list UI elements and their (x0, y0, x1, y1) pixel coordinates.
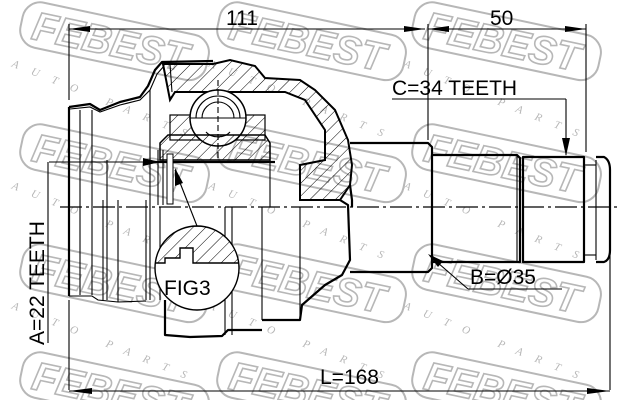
dimension-50-label: 50 (490, 7, 513, 30)
fig3-label: FIG3 (164, 277, 211, 300)
housing-section (159, 58, 354, 339)
spline-a-label: A=22 TEETH (26, 221, 49, 345)
total-length-label: L=168 (320, 366, 379, 389)
dimension-total-length (68, 248, 611, 394)
diameter-b-leader (428, 254, 562, 290)
spline-c-label: C=34 TEETH (392, 77, 517, 100)
fig3-detail-callout (154, 168, 240, 311)
stub-shaft (350, 141, 612, 274)
diameter-b-label: B=Ø35 (470, 266, 536, 289)
dimension-111-label: 111 (226, 7, 258, 30)
spline-c-leader (392, 98, 570, 156)
boot-section (67, 59, 214, 303)
spline-a-leader (47, 158, 160, 343)
tripod-assembly (148, 80, 275, 207)
dimension-111 (68, 24, 425, 100)
dimension-50 (427, 24, 587, 152)
